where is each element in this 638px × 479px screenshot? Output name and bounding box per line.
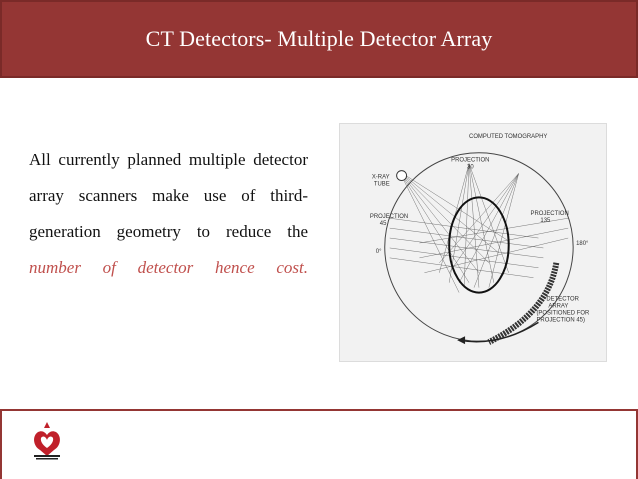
label-180-deg: 180° — [576, 241, 589, 247]
ct-detector-figure: COMPUTED TOMOGRAPHY X-RAY TUBE PROJECTIO… — [339, 123, 607, 362]
label-projection30-2: 30 — [467, 165, 474, 171]
patient-outline — [448, 196, 510, 294]
label-xray-tube-2: TUBE — [374, 181, 390, 187]
label-projection135-1: PROJECTION — [531, 211, 569, 217]
footer-bar — [0, 409, 638, 479]
label-projection45-2: 45 — [380, 221, 387, 227]
body-text-plain: All currently planned multiple detector … — [29, 150, 308, 241]
rotation-arrow — [458, 321, 539, 343]
institution-logo-icon — [34, 422, 60, 460]
label-xray-tube-1: X-RAY — [372, 175, 390, 181]
xray-tube-icon — [396, 170, 408, 182]
title-bar: CT Detectors- Multiple Detector Array — [0, 0, 638, 78]
ct-geometry-diagram: COMPUTED TOMOGRAPHY X-RAY TUBE PROJECTIO… — [370, 134, 590, 345]
label-detector-array-1: DETECTOR — [546, 297, 579, 303]
label-projection30-1: PROJECTION — [451, 158, 489, 164]
label-detector-array-3: (POSITIONED FOR — [536, 310, 589, 316]
arrow-head-icon — [457, 336, 466, 345]
label-detector-array-2: ARRAY — [548, 303, 568, 309]
body-paragraph: All currently planned multiple detector … — [29, 142, 308, 286]
body-text-emphasis: number of detector hence cost. — [29, 258, 308, 277]
label-projection45-1: PROJECTION — [370, 214, 408, 220]
fan-beams — [389, 163, 569, 293]
label-detector-array-4: PROJECTION 45) — [536, 317, 585, 323]
label-zero-deg: 0° — [376, 249, 382, 255]
slide-title: CT Detectors- Multiple Detector Array — [145, 26, 493, 51]
detector-array — [487, 262, 560, 345]
figure-heading: COMPUTED TOMOGRAPHY — [469, 134, 547, 140]
label-projection135-2: 135 — [540, 218, 551, 224]
